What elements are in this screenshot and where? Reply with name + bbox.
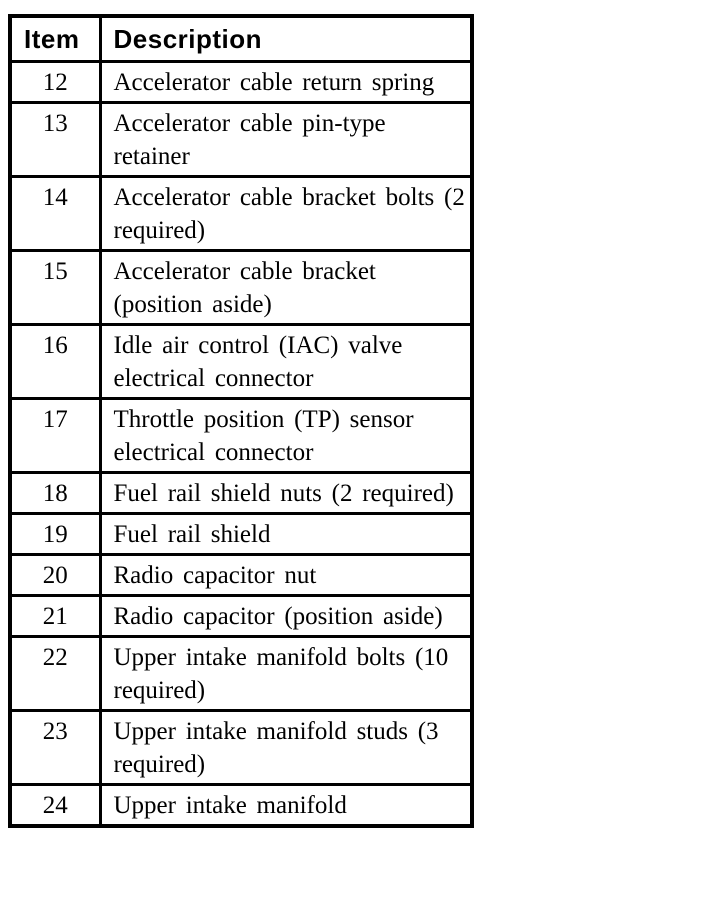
table-row: 21 Radio capacitor (position aside) xyxy=(8,594,474,638)
table-row: 18 Fuel rail shield nuts (2 required) xyxy=(8,471,474,515)
description-cell: Radio capacitor (position aside) xyxy=(98,594,474,638)
table-row: 14 Accelerator cable bracket bolts (2 re… xyxy=(8,175,474,252)
description-cell: Upper intake manifold studs (3 required) xyxy=(98,709,474,786)
item-cell: 21 xyxy=(8,594,102,638)
item-cell: 20 xyxy=(8,553,102,597)
table-row: 22 Upper intake manifold bolts (10 requi… xyxy=(8,635,474,712)
item-column-header: Item xyxy=(8,14,102,63)
description-column-header: Description xyxy=(98,14,474,63)
table-row: 24 Upper intake manifold xyxy=(8,783,474,828)
table-row: 12 Accelerator cable return spring xyxy=(8,60,474,104)
item-cell: 13 xyxy=(8,101,102,178)
item-cell: 23 xyxy=(8,709,102,786)
item-cell: 12 xyxy=(8,60,102,104)
table-row: 13 Accelerator cable pin-type retainer xyxy=(8,101,474,178)
table-row: 20 Radio capacitor nut xyxy=(8,553,474,597)
description-cell: Idle air control (IAC) valve electrical … xyxy=(98,323,474,400)
item-cell: 14 xyxy=(8,175,102,252)
item-cell: 15 xyxy=(8,249,102,326)
description-cell: Throttle position (TP) sensor electrical… xyxy=(98,397,474,474)
table-row: 15 Accelerator cable bracket (position a… xyxy=(8,249,474,326)
table-row: 23 Upper intake manifold studs (3 requir… xyxy=(8,709,474,786)
description-cell: Upper intake manifold bolts (10 required… xyxy=(98,635,474,712)
description-cell: Accelerator cable bracket bolts (2 requi… xyxy=(98,175,474,252)
item-cell: 24 xyxy=(8,783,102,828)
description-cell: Fuel rail shield xyxy=(98,512,474,556)
table-row: 17 Throttle position (TP) sensor electri… xyxy=(8,397,474,474)
item-cell: 16 xyxy=(8,323,102,400)
item-cell: 22 xyxy=(8,635,102,712)
description-cell: Radio capacitor nut xyxy=(98,553,474,597)
description-cell: Upper intake manifold xyxy=(98,783,474,828)
table-header-row: Item Description xyxy=(8,14,474,63)
description-cell: Accelerator cable pin-type retainer xyxy=(98,101,474,178)
item-cell: 18 xyxy=(8,471,102,515)
parts-table: Item Description 12 Accelerator cable re… xyxy=(8,14,474,828)
table-row: 19 Fuel rail shield xyxy=(8,512,474,556)
item-cell: 19 xyxy=(8,512,102,556)
description-cell: Fuel rail shield nuts (2 required) xyxy=(98,471,474,515)
item-cell: 17 xyxy=(8,397,102,474)
description-cell: Accelerator cable bracket (position asid… xyxy=(98,249,474,326)
description-cell: Accelerator cable return spring xyxy=(98,60,474,104)
table-row: 16 Idle air control (IAC) valve electric… xyxy=(8,323,474,400)
